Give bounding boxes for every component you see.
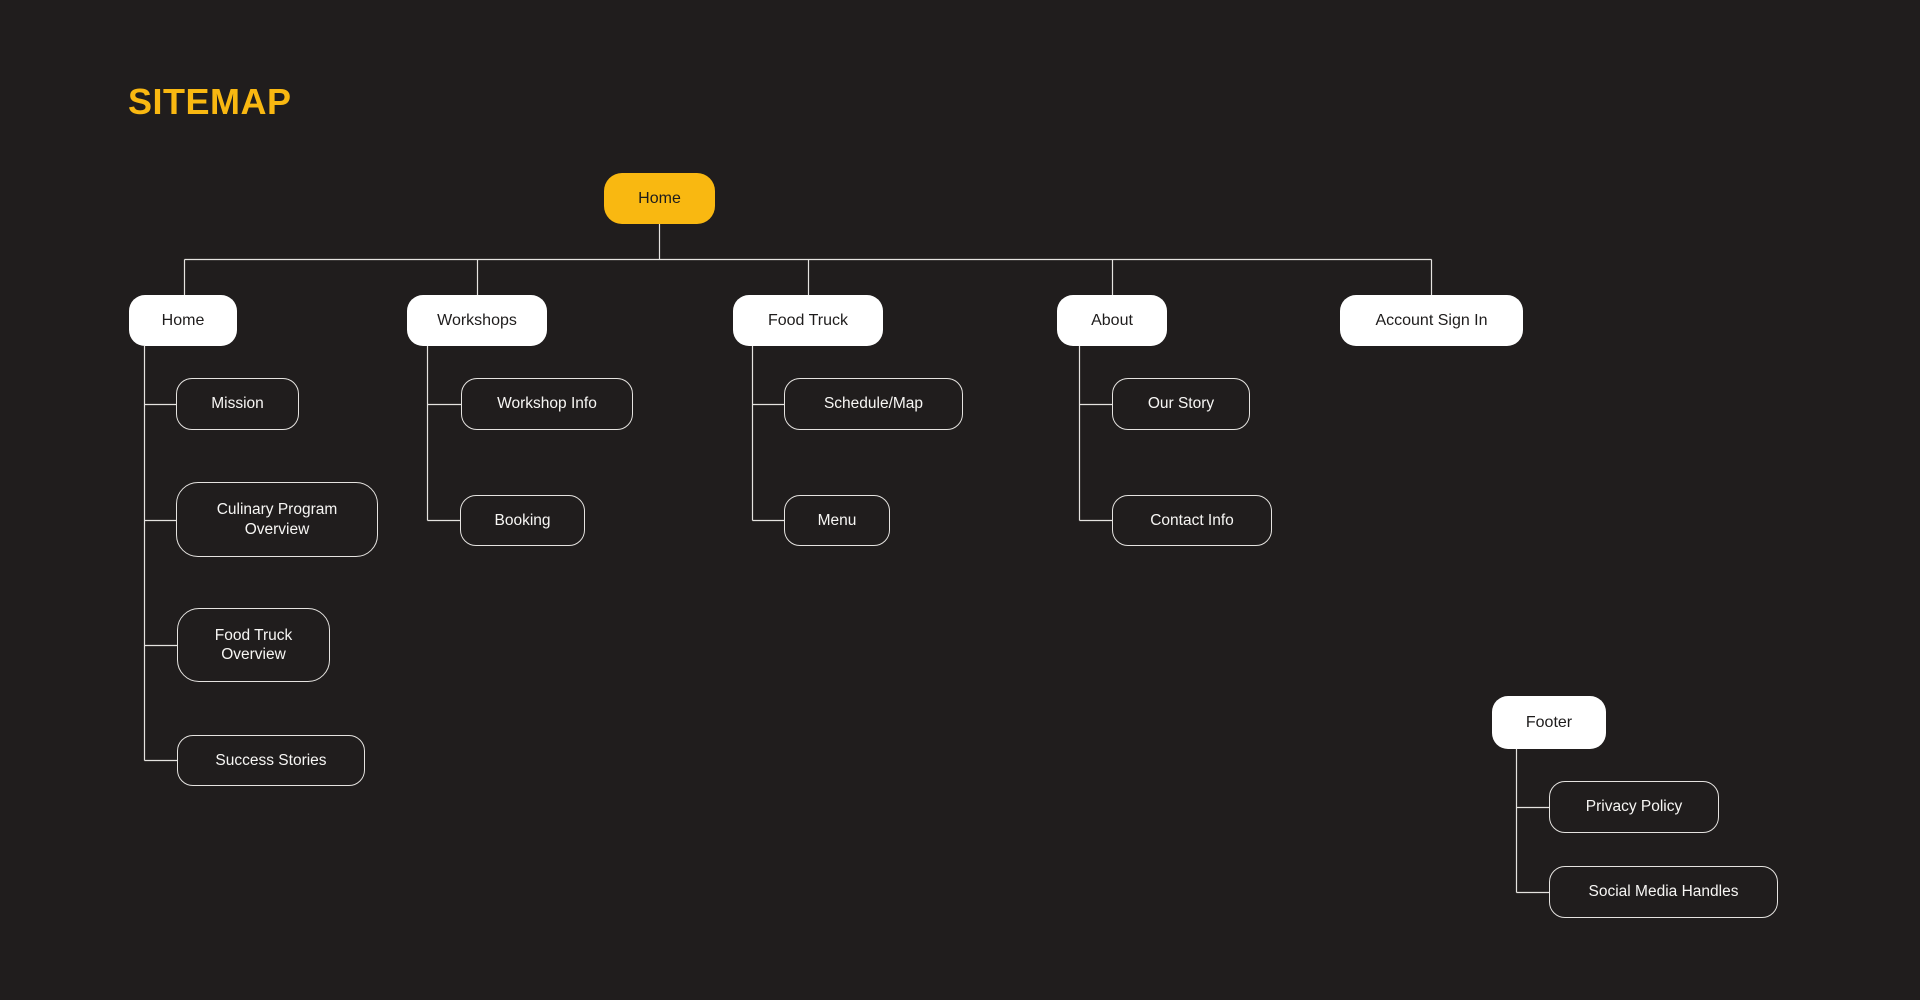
node-culinary-program-overview[interactable]: Culinary Program Overview bbox=[176, 482, 378, 557]
node-workshops[interactable]: Workshops bbox=[407, 295, 547, 346]
node-contact-info[interactable]: Contact Info bbox=[1112, 495, 1272, 546]
node-social-media-handles[interactable]: Social Media Handles bbox=[1549, 866, 1778, 918]
node-food-truck-overview[interactable]: Food Truck Overview bbox=[177, 608, 330, 682]
node-booking[interactable]: Booking bbox=[460, 495, 585, 546]
node-home-root[interactable]: Home bbox=[604, 173, 715, 224]
page-title: SITEMAP bbox=[128, 81, 292, 122]
node-mission[interactable]: Mission bbox=[176, 378, 299, 430]
node-home[interactable]: Home bbox=[129, 295, 237, 346]
node-our-story[interactable]: Our Story bbox=[1112, 378, 1250, 430]
node-privacy-policy[interactable]: Privacy Policy bbox=[1549, 781, 1719, 833]
node-menu[interactable]: Menu bbox=[784, 495, 890, 546]
node-food-truck[interactable]: Food Truck bbox=[733, 295, 883, 346]
node-account-sign-in[interactable]: Account Sign In bbox=[1340, 295, 1523, 346]
node-schedule-map[interactable]: Schedule/Map bbox=[784, 378, 963, 430]
node-footer[interactable]: Footer bbox=[1492, 696, 1606, 749]
node-success-stories[interactable]: Success Stories bbox=[177, 735, 365, 786]
node-workshop-info[interactable]: Workshop Info bbox=[461, 378, 633, 430]
node-about[interactable]: About bbox=[1057, 295, 1167, 346]
